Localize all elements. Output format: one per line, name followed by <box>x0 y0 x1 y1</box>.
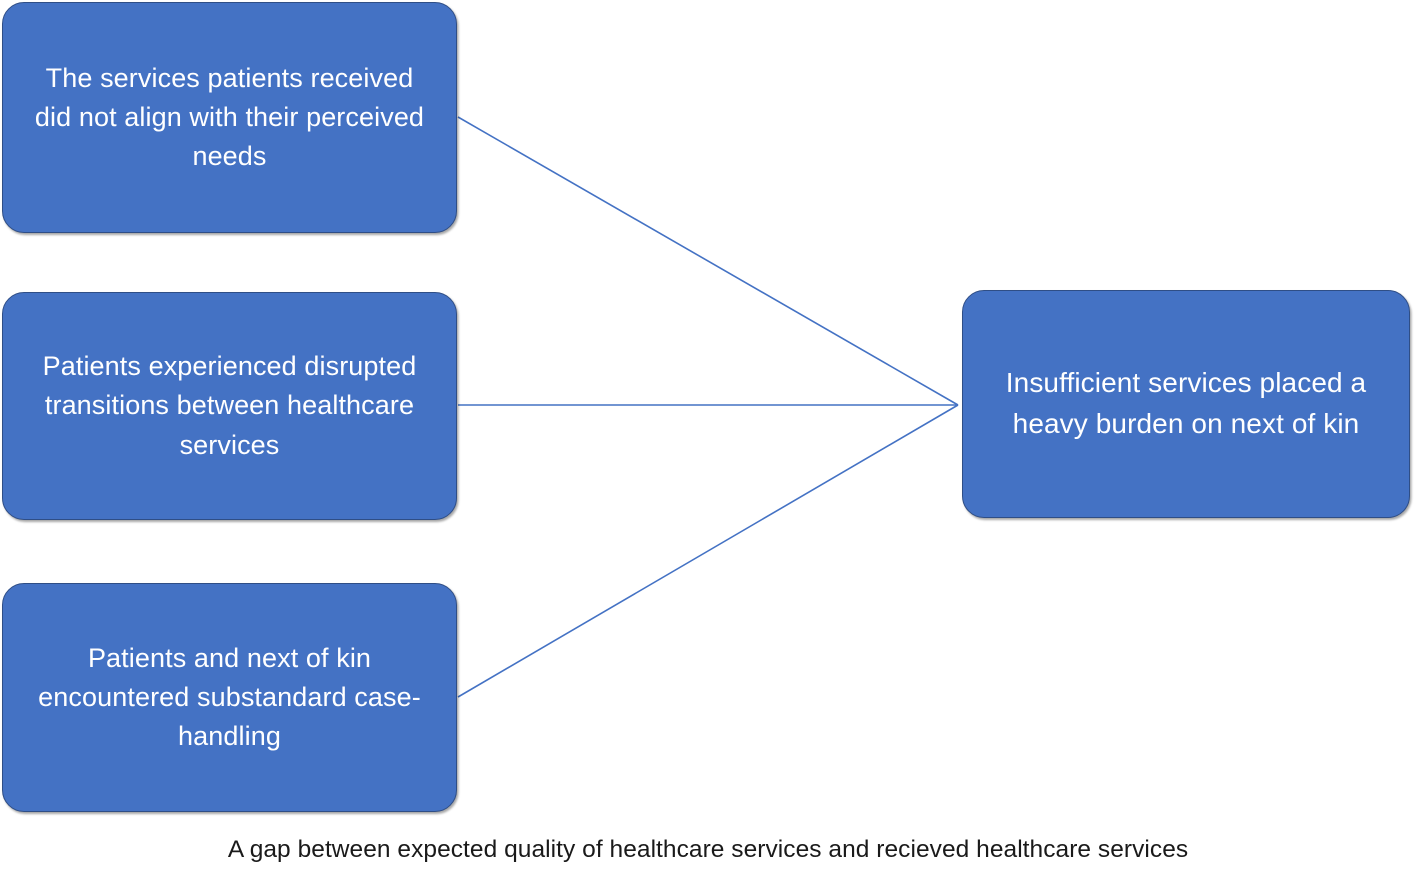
cause-node-label: The services patients received did not a… <box>34 62 425 172</box>
connector-line-cause3-to-effect <box>457 404 959 698</box>
effect-node-burden-next-of-kin[interactable]: Insufficient services placed a heavy bur… <box>962 290 1410 518</box>
effect-node-label: Insufficient services placed a heavy bur… <box>1005 367 1367 439</box>
cause-node-disrupted-transitions[interactable]: Patients experienced disrupted transitio… <box>2 292 457 520</box>
cause-node-label: Patients and next of kin encountered sub… <box>38 642 421 752</box>
diagram-caption: A gap between expected quality of health… <box>227 836 1189 863</box>
cause-node-services-misalignment[interactable]: The services patients received did not a… <box>2 2 457 233</box>
connector-line-cause1-to-effect <box>457 116 959 406</box>
cause-node-substandard-case-handling[interactable]: Patients and next of kin encountered sub… <box>2 583 457 812</box>
cause-node-label: Patients experienced disrupted transitio… <box>42 351 417 460</box>
